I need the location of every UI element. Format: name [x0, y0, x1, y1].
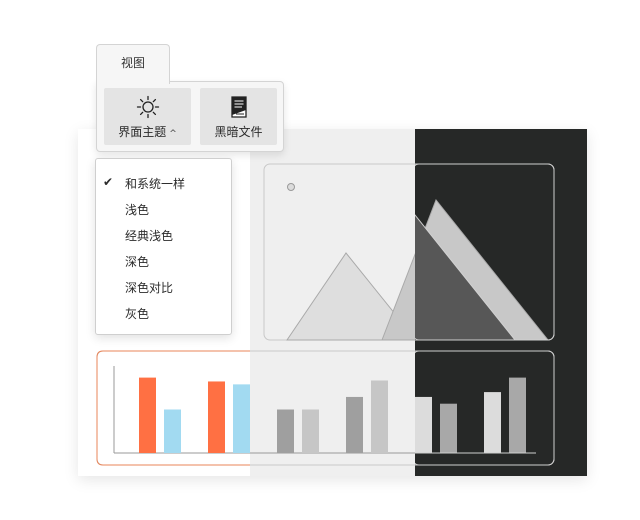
- chevron-up-icon: ^: [169, 129, 177, 139]
- menu-item-label: 和系统一样: [125, 177, 186, 191]
- chart-bar-g6-s2: [509, 377, 526, 453]
- menu-item-dark[interactable]: 深色: [96, 247, 231, 273]
- menu-item-label: 经典浅色: [125, 229, 174, 243]
- tab-view[interactable]: 视图: [96, 44, 170, 84]
- menu-item-light[interactable]: 浅色: [96, 195, 231, 221]
- dark-overlay-art: [415, 163, 555, 466]
- theme-preview-illustration: [78, 129, 587, 476]
- chart-bar-g1-s1: [139, 377, 156, 453]
- sun-icon: [136, 95, 160, 123]
- menu-item-classic-light[interactable]: 经典浅色: [96, 221, 231, 247]
- chart-bar-g5-s2: [440, 403, 457, 453]
- chart-bar-g2-s2: [233, 384, 250, 453]
- menu-item-dark-contrast[interactable]: 深色对比: [96, 273, 231, 299]
- theme-button-label: 界面主题^: [118, 125, 177, 139]
- menu-item-label: 灰色: [125, 307, 150, 321]
- menu-item-label: 浅色: [125, 203, 150, 217]
- view-ribbon-panel: 界面主题^ 黑暗文件: [96, 81, 284, 152]
- chart-bar-g3-s1: [277, 409, 294, 453]
- chart-bar-g6-s1: [484, 392, 501, 453]
- dark-file-button-label: 黑暗文件: [214, 125, 263, 139]
- chart-bars: [139, 377, 526, 453]
- tab-view-label: 视图: [120, 56, 145, 70]
- chart-card-accent-border: [96, 350, 250, 466]
- chart-bar-g4-s1: [346, 396, 363, 453]
- chart-bar-g3-s2: [302, 409, 319, 453]
- theme-button[interactable]: 界面主题^: [104, 88, 191, 145]
- chart-bar-g5-s1: [415, 396, 432, 453]
- chart-bar-g2-s1: [208, 381, 225, 453]
- menu-item-label: 深色对比: [125, 281, 174, 295]
- chart-bar-g4-s2: [371, 380, 388, 453]
- menu-item-gray[interactable]: 灰色: [96, 299, 231, 325]
- menu-item-label: 深色: [125, 255, 150, 269]
- menu-item-same-as-system[interactable]: ✔ 和系统一样: [96, 169, 231, 195]
- checkmark-icon: ✔: [103, 175, 114, 189]
- chart-bar-g1-s2: [164, 409, 181, 453]
- small-mountain-shape: [286, 252, 418, 341]
- theme-dropdown-menu: ✔ 和系统一样浅色经典浅色深色深色对比灰色: [95, 158, 232, 335]
- dark-document-icon: [227, 95, 251, 123]
- sun-dot: [287, 183, 295, 191]
- dark-file-button[interactable]: 黑暗文件: [200, 88, 277, 145]
